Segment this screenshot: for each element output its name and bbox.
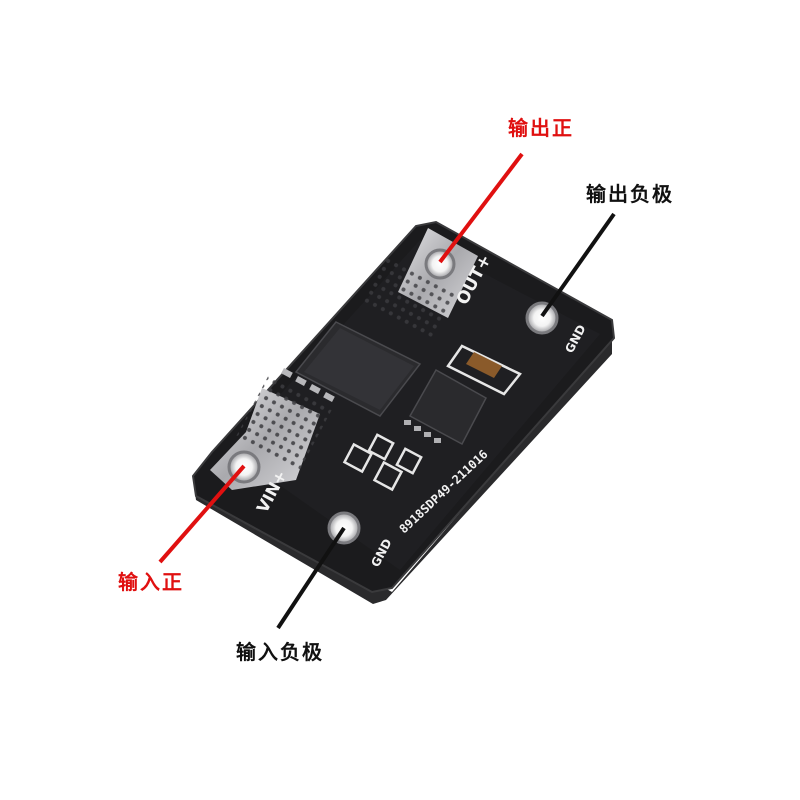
input-positive-line xyxy=(158,464,246,564)
mosfet-chip xyxy=(281,321,422,417)
silkscreen-pads xyxy=(342,433,423,492)
input-negative-label: 输入负极 xyxy=(236,640,324,664)
output-positive-line xyxy=(438,152,524,264)
controller-chip xyxy=(404,368,488,446)
output-negative-line xyxy=(540,212,616,318)
output-negative-label: 输出负极 xyxy=(586,182,674,206)
smd-capacitor xyxy=(446,344,522,396)
gnd-top-hole xyxy=(525,301,559,335)
input-positive-label: 输入正 xyxy=(118,570,184,594)
pcb-board: OUT+ VIN+ GND GND 8918SDP49-211016 xyxy=(191,220,616,604)
out-plus-hole xyxy=(424,248,456,280)
output-positive-label: 输出正 xyxy=(508,116,574,140)
input-negative-line xyxy=(276,526,346,630)
